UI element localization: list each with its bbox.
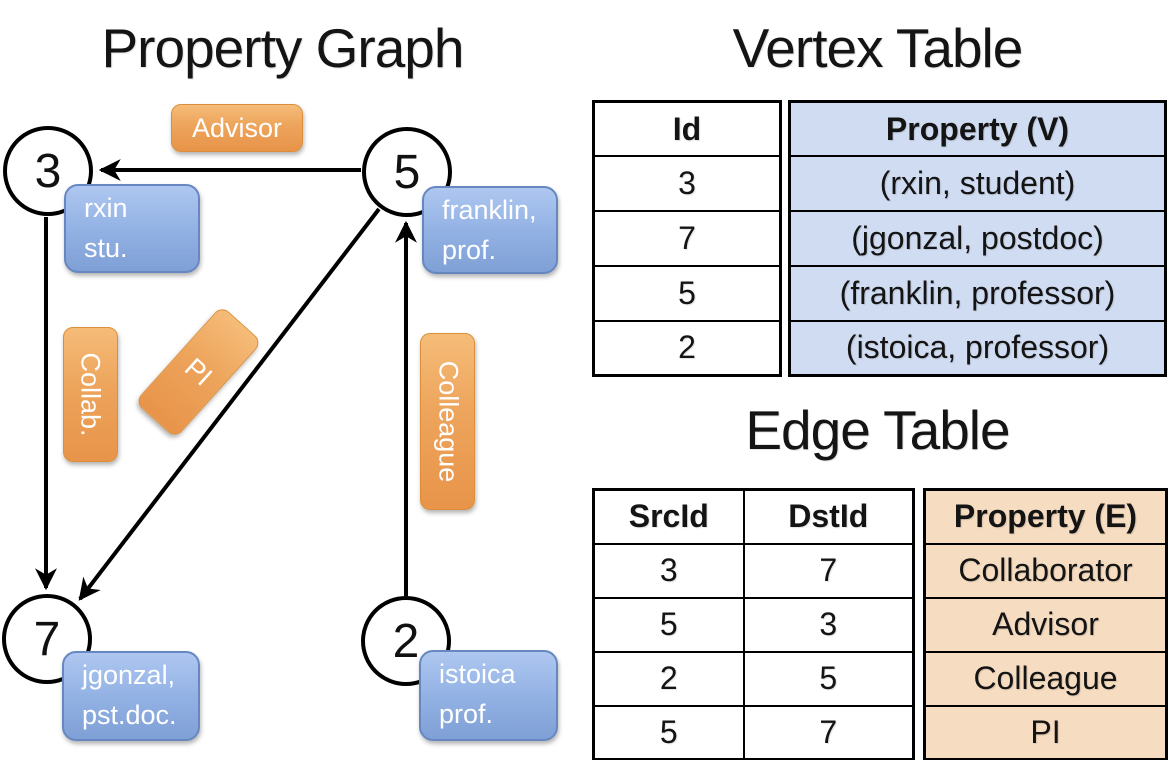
table-cell: 5 [592, 704, 745, 760]
table-cell: (franklin, professor) [788, 264, 1167, 322]
table-cell: PI [923, 704, 1168, 760]
edge-label-text: Advisor [191, 112, 283, 143]
edge-label-text: Collab. [76, 352, 107, 437]
vertex-label-line: stu. [84, 233, 128, 263]
node-id: 3 [34, 144, 62, 198]
edge-label-text: PI [179, 351, 219, 392]
graph-node-2: 2 [361, 596, 451, 686]
vertex-label-istoica: istoica prof. [419, 650, 558, 741]
column-header-property-e: Property (E) [923, 488, 1168, 545]
edge-label-advisor: Advisor [171, 104, 303, 152]
vertex-label-franklin: franklin, prof. [422, 186, 558, 274]
vertex-label-line: prof. [442, 235, 497, 265]
vertex-label-line: prof. [439, 699, 494, 729]
edge-property-table: Property (E) Collaborator Advisor Collea… [923, 488, 1168, 760]
table-cell: (rxin, student) [788, 155, 1167, 213]
edge-srcdst-table: SrcId DstId 3 7 5 3 2 5 5 7 [592, 488, 915, 760]
vertex-label-line: jgonzal, [82, 660, 176, 690]
table-cell: 5 [592, 596, 745, 653]
table-cell: Collaborator [923, 542, 1168, 599]
table-cell: 7 [592, 210, 782, 267]
table-cell: 5 [592, 264, 782, 322]
column-header-id: Id [592, 100, 782, 158]
table-cell: (jgonzal, postdoc) [788, 210, 1167, 267]
node-id: 5 [393, 145, 421, 199]
vertex-id-table: Id 3 7 5 2 [592, 100, 782, 377]
vertex-label-rxin: rxin stu. [64, 184, 200, 273]
graph-node-5: 5 [362, 127, 452, 217]
table-cell: 5 [742, 650, 915, 707]
graph-title: Property Graph [101, 17, 464, 79]
table-cell: Colleague [923, 650, 1168, 707]
vertex-label-jgonzal: jgonzal, pst.doc. [62, 651, 200, 741]
vertex-label-line: rxin [84, 193, 128, 223]
node-id: 2 [392, 614, 420, 668]
table-cell: 3 [742, 596, 915, 653]
column-header-property-v: Property (V) [788, 100, 1167, 158]
vertex-label-line: franklin, [442, 195, 537, 225]
table-cell: 2 [592, 650, 745, 707]
column-header-dstid: DstId [742, 488, 915, 545]
table-cell: 3 [592, 542, 745, 599]
edge-line-pi-5-to-7 [78, 207, 381, 601]
vertex-table-title: Vertex Table [732, 17, 1024, 79]
table-cell: 2 [592, 319, 782, 377]
edge-label-colleague: Colleague [420, 333, 475, 510]
edge-label-collab: Collab. [63, 327, 118, 462]
vertex-label-line: pst.doc. [82, 700, 177, 730]
table-cell: 3 [592, 155, 782, 213]
table-cell: (istoica, professor) [788, 319, 1167, 377]
table-cell: Advisor [923, 596, 1168, 653]
vertex-label-line: istoica [439, 659, 516, 689]
table-cell: 7 [742, 542, 915, 599]
table-cell: 7 [742, 704, 915, 760]
column-header-srcid: SrcId [592, 488, 745, 545]
node-id: 7 [33, 612, 61, 666]
edge-label-text: Colleague [433, 360, 463, 483]
edge-table-title: Edge Table [745, 399, 1010, 461]
vertex-property-table: Property (V) (rxin, student) (jgonzal, p… [788, 100, 1167, 377]
graph-edges-svg [35, 159, 417, 601]
